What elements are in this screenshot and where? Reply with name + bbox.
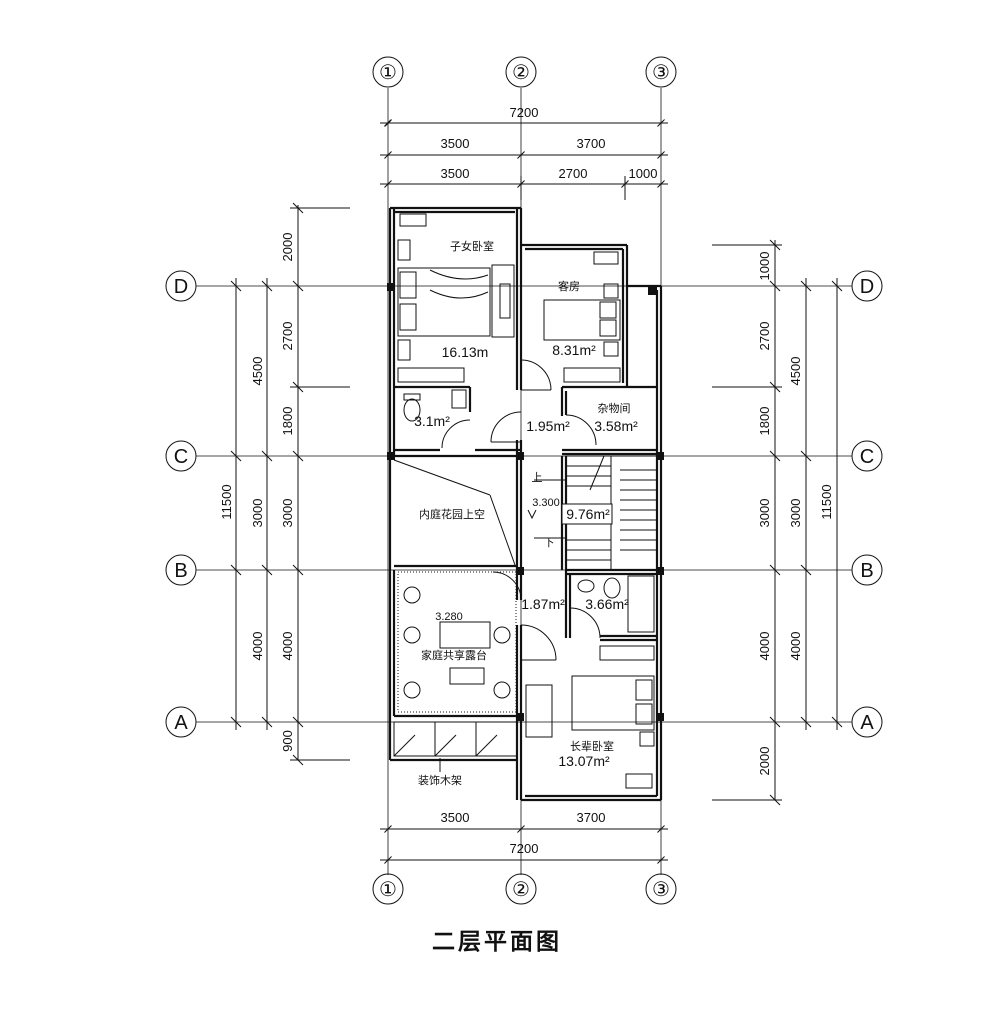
- dim-left-outer-a: 4500: [250, 357, 265, 386]
- room-area-storage: 3.58m²: [594, 418, 638, 434]
- axis-label-A-left: A: [174, 712, 188, 734]
- bath-lower-fixtures: [577, 575, 655, 633]
- terrace-furniture: [397, 571, 517, 713]
- axis-label-2-bottom: ②: [512, 879, 530, 901]
- dim-left-inner-e: 4000: [280, 632, 295, 661]
- dim-left-inner-c: 1800: [280, 407, 295, 436]
- axis-label-C-right: C: [860, 446, 874, 468]
- room-area-hall-upper: 1.95m²: [526, 418, 570, 434]
- courtyard-void: [393, 459, 516, 566]
- bottom-dimensions: [380, 825, 668, 864]
- dim-top-total: 7200: [510, 105, 539, 120]
- room-area-stair: 9.76m²: [566, 506, 610, 522]
- dim-bottom-a: 3500: [441, 810, 470, 825]
- room-area-elder-bedroom: 13.07m²: [558, 753, 610, 769]
- dim-top-row2-a: 3500: [441, 166, 470, 181]
- dim-top-row1-b: 3700: [577, 136, 606, 151]
- axis-label-C-left: C: [174, 446, 188, 468]
- dim-bottom-b: 3700: [577, 810, 606, 825]
- room-name-children-bedroom: 子女卧室: [450, 239, 494, 253]
- dim-right-outer-b: 3000: [788, 499, 803, 528]
- stair-level: 3.300: [532, 497, 560, 509]
- room-name-courtyard-void: 内庭花园上空: [419, 507, 485, 521]
- drawing-title: 二层平面图: [432, 929, 562, 955]
- room-area-bath-lower: 3.66m²: [585, 596, 629, 612]
- dim-top-row1-a: 3500: [441, 136, 470, 151]
- bed-guest: [543, 251, 621, 383]
- bed-elder: [525, 645, 655, 789]
- axis-label-A-right: A: [860, 712, 874, 734]
- dim-right-inner-f: 2000: [757, 747, 772, 776]
- stair-up-label: 上: [532, 471, 543, 484]
- axis-label-D-left: D: [174, 276, 188, 298]
- stair: [527, 455, 658, 571]
- stair-area-box: [561, 503, 613, 525]
- bath-upper-fixtures: [403, 389, 467, 422]
- dim-left-inner-f: 900: [280, 730, 295, 752]
- label-decorative-rack: 装饰木架: [418, 773, 462, 787]
- room-area-guest: 8.31m²: [552, 342, 596, 358]
- axis-label-3-bottom: ③: [652, 879, 670, 901]
- dim-right-inner-b: 2700: [757, 322, 772, 351]
- room-area-hall-lower: 1.87m²: [521, 596, 565, 612]
- dim-right-inner-a: 1000: [757, 252, 772, 281]
- top-dimensions: [380, 119, 668, 200]
- columns: [387, 283, 664, 721]
- dim-left-total: 11500: [219, 484, 234, 519]
- decorative-rack: [393, 721, 518, 772]
- dim-right-outer-a: 4500: [788, 357, 803, 386]
- axis-label-B-right: B: [860, 560, 873, 582]
- left-dimensions: [230, 202, 350, 766]
- room-area-children-bedroom: 16.13m: [442, 344, 489, 360]
- room-name-terrace: 家庭共享露台: [421, 648, 487, 662]
- dim-left-outer-b: 3000: [250, 499, 265, 528]
- room-name-guest: 客房: [558, 279, 580, 293]
- dim-right-inner-e: 4000: [757, 632, 772, 661]
- axis-bubbles: ① ② ③ ① ② ③ D C B A D C B A: [165, 56, 883, 905]
- dim-right-inner-d: 3000: [757, 499, 772, 528]
- dim-right-inner-c: 1800: [757, 407, 772, 436]
- axis-label-2-top: ②: [512, 62, 530, 84]
- dim-right-outer-c: 4000: [788, 632, 803, 661]
- axis-label-3-top: ③: [652, 62, 670, 84]
- axis-label-B-left: B: [174, 560, 187, 582]
- room-area-bath-upper: 3.1m²: [414, 413, 450, 429]
- stair-down-label: 下: [544, 537, 555, 549]
- axis-label-1-bottom: ①: [379, 879, 397, 901]
- dim-left-inner-d: 3000: [280, 499, 295, 528]
- right-dimensions: [712, 239, 843, 806]
- dim-top-row2-b: 2700: [559, 166, 588, 181]
- room-name-storage: 杂物间: [598, 401, 631, 415]
- dim-bottom-total: 7200: [510, 841, 539, 856]
- terrace-level: 3.280: [435, 611, 463, 623]
- dim-top-row2-c: 1000: [629, 166, 658, 181]
- dim-right-total: 11500: [819, 484, 834, 519]
- bed-children: [397, 213, 515, 383]
- axis-label-D-right: D: [860, 276, 874, 298]
- dim-left-inner-b: 2700: [280, 322, 295, 351]
- dim-left-outer-c: 4000: [250, 632, 265, 661]
- dim-left-inner-a: 2000: [280, 233, 295, 262]
- room-name-elder-bedroom: 长辈卧室: [570, 739, 614, 753]
- axis-label-1-top: ①: [379, 62, 397, 84]
